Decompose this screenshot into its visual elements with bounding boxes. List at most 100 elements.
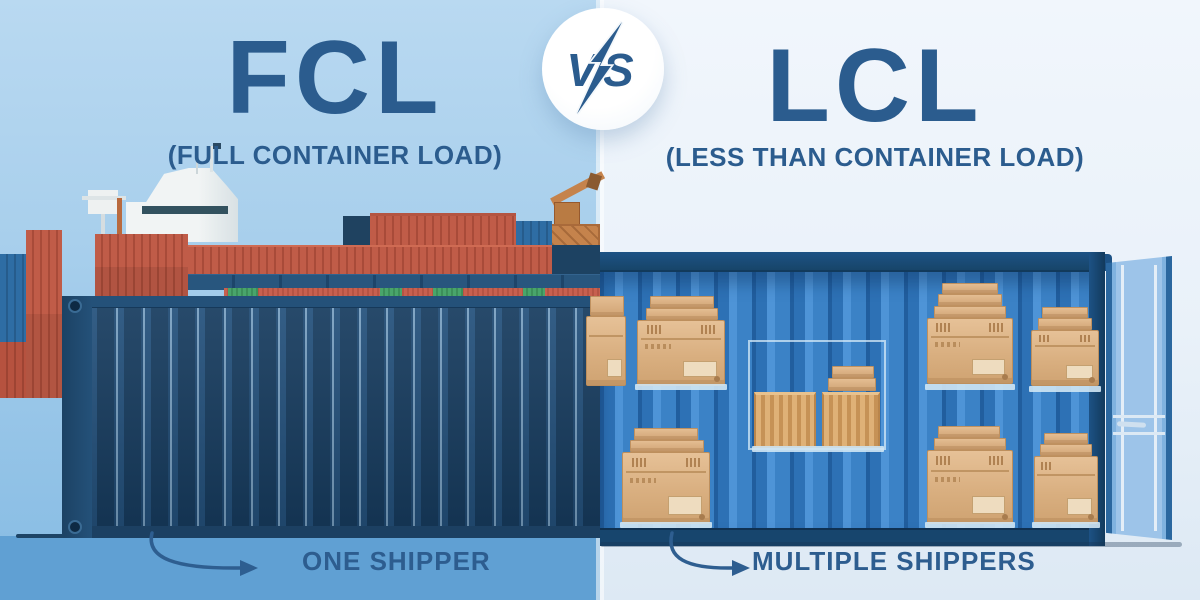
flat-box xyxy=(646,308,718,320)
door-lock-rod xyxy=(1153,264,1157,532)
cargo-box xyxy=(1031,330,1099,386)
corner-casting xyxy=(68,299,82,313)
flat-box xyxy=(832,366,874,378)
box-label xyxy=(1066,364,1093,379)
lcl-container-bottom-rail xyxy=(600,528,1105,546)
lcl-container-top-rail xyxy=(600,252,1105,272)
box-label xyxy=(682,360,718,378)
flat-box xyxy=(1044,433,1088,444)
flat-box xyxy=(942,283,998,294)
fcl-container-top-rail xyxy=(62,296,600,308)
box-flap-line xyxy=(931,335,1009,338)
pallet-strip xyxy=(1032,522,1100,528)
door-band xyxy=(1112,432,1166,436)
ship-bridge-windows xyxy=(142,206,228,214)
box-label xyxy=(1067,497,1093,516)
box-dot xyxy=(1001,514,1008,521)
pallet-strip xyxy=(635,384,727,390)
box-tape xyxy=(936,323,951,332)
flat-box-stack xyxy=(590,296,624,316)
port-mast-head xyxy=(88,190,118,214)
curved-arrow-icon xyxy=(149,531,258,576)
flat-box xyxy=(938,294,1002,306)
flat-box xyxy=(630,440,704,452)
vs-badge: VS xyxy=(542,8,664,130)
flat-box xyxy=(828,378,876,391)
fcl-subtitle: (FULL CONTAINER LOAD) xyxy=(167,140,503,170)
quay-container-blue xyxy=(0,254,26,342)
lcl-title: LCL xyxy=(766,28,984,144)
box-tape xyxy=(1038,334,1050,342)
stacked-container-red-left xyxy=(95,234,188,300)
container-door-open xyxy=(1106,256,1172,540)
corner-casting xyxy=(68,520,82,534)
ground-contact-line xyxy=(16,534,64,538)
cargo-box xyxy=(927,450,1013,524)
wooden-crate xyxy=(754,392,816,448)
flat-box xyxy=(634,428,698,440)
door-band xyxy=(1112,415,1166,419)
cargo-box xyxy=(586,316,626,386)
port-mast-post xyxy=(117,198,122,258)
box-tape xyxy=(685,457,701,467)
cargo-box xyxy=(637,320,725,386)
lcl-subtitle: (LESS THAN CONTAINER LOAD) xyxy=(665,142,1085,172)
box-tape xyxy=(700,325,716,334)
flat-box xyxy=(1042,307,1088,318)
ship-flag xyxy=(213,143,221,149)
flat-box xyxy=(934,306,1006,318)
box-label xyxy=(971,495,1006,515)
pallet-strip xyxy=(620,522,712,528)
box-label xyxy=(606,359,622,377)
box-tape xyxy=(1041,461,1052,471)
box-tape xyxy=(646,325,662,334)
flat-box xyxy=(934,438,1006,450)
box-dot xyxy=(713,376,720,383)
box-flap-line xyxy=(1034,345,1096,348)
pallet-strip xyxy=(925,384,1015,390)
box-flap-line xyxy=(641,337,721,340)
box-tape xyxy=(631,457,647,467)
cargo-box xyxy=(1034,456,1098,524)
port-mast-arm xyxy=(82,196,126,200)
box-tape xyxy=(989,323,1004,332)
container-shadow xyxy=(600,542,1182,547)
flat-box xyxy=(1038,318,1092,330)
lightning-bolt-icon xyxy=(575,20,624,116)
curved-arrow-icon xyxy=(669,531,750,576)
container-row-navy-band xyxy=(188,274,600,290)
box-label xyxy=(971,358,1006,376)
flat-box xyxy=(1040,444,1092,456)
flat-box xyxy=(938,426,1000,438)
box-dot xyxy=(1001,374,1008,381)
box-dot xyxy=(698,514,705,521)
flat-box xyxy=(650,296,714,308)
dock-ground xyxy=(0,536,600,600)
pallet-strip xyxy=(752,446,884,452)
box-flap-line xyxy=(588,334,624,337)
box-marks xyxy=(629,478,656,484)
cargo-box xyxy=(622,452,710,524)
vs-badge-graphic: VS xyxy=(566,20,634,116)
ship-mast xyxy=(210,146,213,172)
fcl-title: FCL xyxy=(226,20,444,136)
quay-container-red xyxy=(0,342,26,398)
box-flap-line xyxy=(626,471,706,474)
door-lock-rod xyxy=(1120,264,1124,532)
pallet-strip xyxy=(925,522,1015,528)
fcl-container-graphic xyxy=(62,296,600,538)
box-dot xyxy=(1087,514,1094,521)
wooden-crate xyxy=(822,392,880,448)
box-marks xyxy=(934,476,960,482)
cargo-ship-scene xyxy=(0,143,606,538)
box-tape xyxy=(936,456,951,466)
box-marks xyxy=(644,344,671,349)
box-flap-line xyxy=(931,469,1009,472)
box-flap-line xyxy=(1037,474,1095,477)
fcl-caption: ONE SHIPPER xyxy=(302,546,491,576)
box-marks xyxy=(934,342,960,347)
fcl-container-bottom-rail xyxy=(62,526,600,538)
fcl-container-corner-post xyxy=(62,296,92,538)
